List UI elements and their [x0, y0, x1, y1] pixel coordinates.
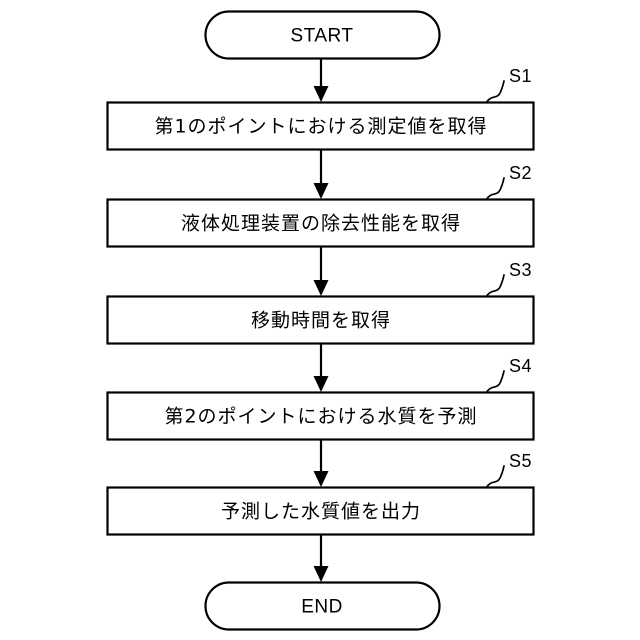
arrow-head-icon [313, 183, 329, 199]
arrow-head-icon [313, 280, 329, 296]
step-tag-s1-group: S1 [486, 66, 532, 103]
process-node-s4-label: 第2のポイントにおける水質を予測 [164, 406, 477, 428]
process-node-s1-label: 第1のポイントにおける測定値を取得 [154, 116, 487, 138]
leader-line [486, 465, 505, 488]
step-tag-s3: S3 [509, 260, 532, 280]
step-tag-s5: S5 [509, 451, 532, 471]
leader-line [486, 370, 505, 393]
process-node-s3-shape [106, 295, 535, 345]
start-node[interactable]: START [204, 10, 441, 60]
connector-start-to-s1 [313, 58, 329, 102]
step-tag-s1: S1 [509, 66, 532, 86]
leader-line [486, 177, 505, 200]
connector-s1-to-s2 [313, 149, 329, 199]
leader-line [486, 80, 505, 103]
arrow-head-icon [313, 471, 329, 487]
arrow-head-icon [313, 86, 329, 102]
process-node-s4[interactable]: 第2のポイントにおける水質を予測 [106, 391, 535, 441]
process-node-s3[interactable]: 移動時間を取得 [106, 295, 535, 345]
leader-line [486, 274, 505, 297]
step-tag-s2: S2 [509, 163, 532, 183]
end-node-label: END [301, 597, 343, 618]
arrow-head-icon [313, 376, 329, 392]
process-node-s1-shape [106, 101, 535, 151]
step-tag-s2-group: S2 [486, 163, 532, 200]
process-node-s2-label: 液体処理装置の除去性能を取得 [181, 213, 461, 235]
process-node-s5-label: 予測した水質値を出力 [221, 501, 421, 523]
end-node-shape [204, 581, 441, 631]
process-node-s3-label: 移動時間を取得 [251, 310, 391, 332]
connector-s5-to-end [313, 534, 329, 582]
step-tag-s5-group: S5 [486, 451, 532, 488]
process-node-s5-shape [106, 486, 535, 536]
connector-s2-to-s3 [313, 246, 329, 296]
connector-s3-to-s4 [313, 343, 329, 392]
start-node-shape [204, 10, 441, 60]
step-tag-s4: S4 [509, 356, 532, 376]
process-node-s5[interactable]: 予測した水質値を出力 [106, 486, 535, 536]
process-node-s1[interactable]: 第1のポイントにおける測定値を取得 [106, 101, 535, 151]
process-node-s2[interactable]: 液体処理装置の除去性能を取得 [106, 198, 535, 248]
end-node[interactable]: END [204, 581, 441, 631]
connector-s4-to-s5 [313, 439, 329, 487]
start-node-label: START [290, 26, 353, 47]
arrow-head-icon [313, 566, 329, 582]
step-tag-s3-group: S3 [486, 260, 532, 297]
step-tag-s4-group: S4 [486, 356, 532, 393]
